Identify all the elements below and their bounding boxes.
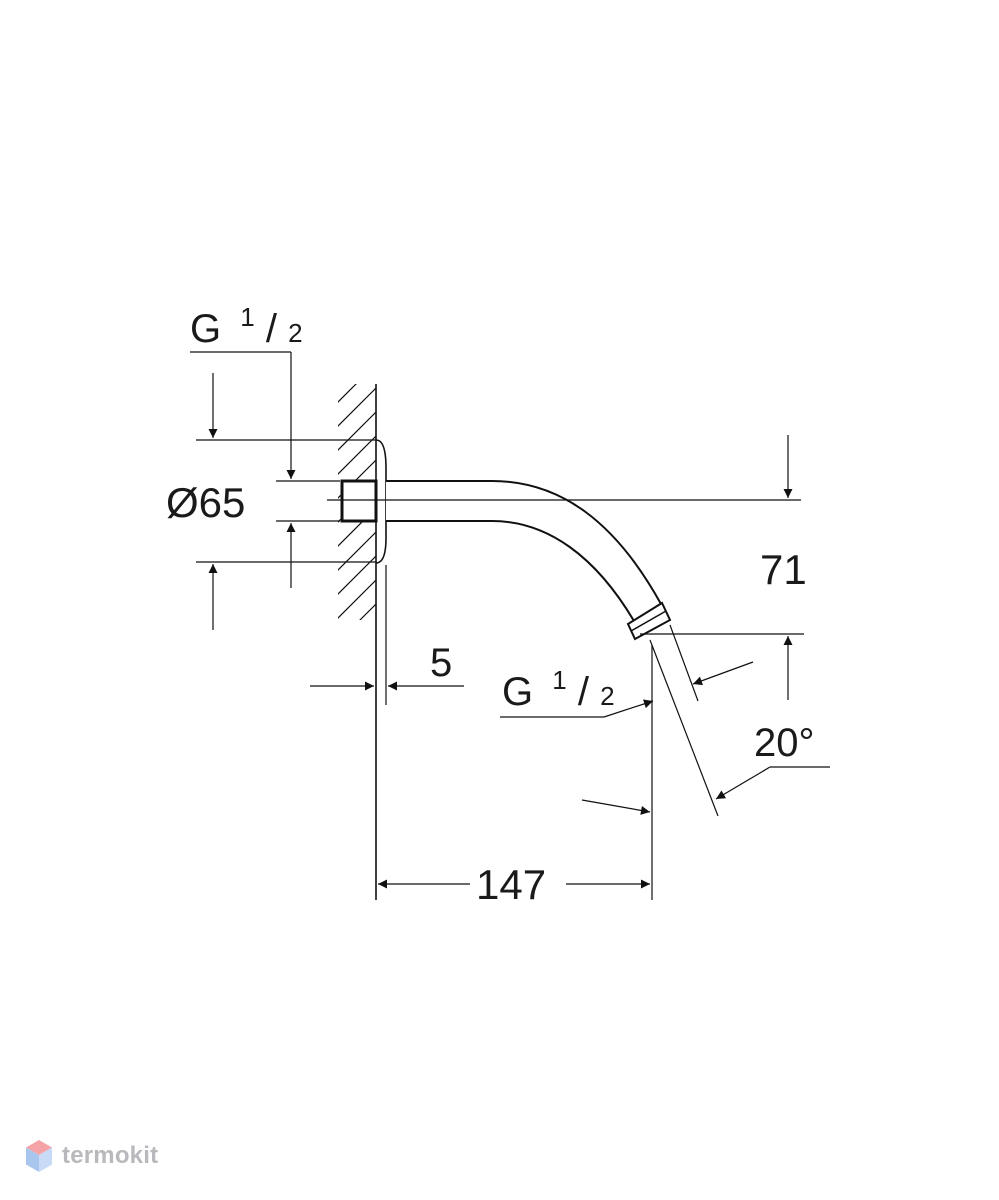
outlet-thread-slash: /: [578, 670, 590, 714]
inlet-thread-leader: [190, 351, 340, 588]
outlet-thread-leader: [500, 699, 654, 718]
outlet-thread-numerator: 1: [552, 665, 566, 695]
offset-dimension: [310, 565, 464, 705]
outlet-thread-g: G: [502, 670, 533, 714]
diameter-dimension: [196, 373, 376, 630]
inlet-thread-label: G 1 / 2: [190, 291, 303, 351]
projection-label: 147: [476, 861, 546, 908]
projection-dimension: [378, 645, 653, 900]
termokit-logo-icon: [26, 1140, 52, 1172]
inlet-thread-denominator: 2: [288, 318, 302, 348]
shower-arm: [386, 480, 663, 623]
drop-dimension: [640, 435, 804, 700]
watermark-text: termokit: [62, 1142, 159, 1169]
drop-label: 71: [760, 546, 807, 593]
inlet-thread-stub: [340, 479, 378, 523]
inlet-thread-numerator: 1: [240, 302, 254, 332]
inlet-thread-slash: /: [266, 307, 278, 351]
outlet-thread-label: G 1 / 2: [502, 654, 615, 714]
outlet-thread-denominator: 2: [600, 681, 614, 711]
offset-label: 5: [430, 641, 452, 685]
angle-label: 20°: [754, 721, 815, 765]
angle-dimension: [581, 624, 830, 817]
inlet-thread-g: G: [190, 307, 221, 351]
diameter-label: Ø65: [166, 479, 245, 526]
watermark: termokit: [24, 1136, 158, 1176]
outlet-nozzle-ring: [630, 610, 667, 632]
